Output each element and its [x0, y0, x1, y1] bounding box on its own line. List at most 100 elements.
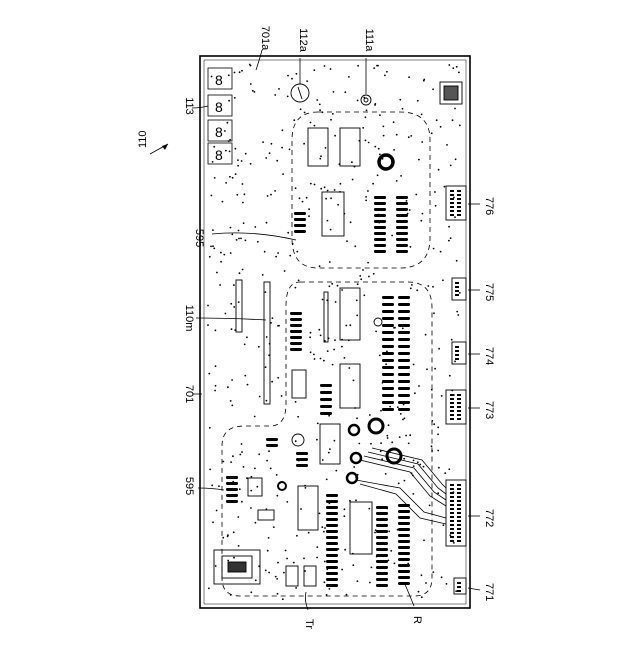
via-dot: [357, 283, 359, 285]
via-dot: [277, 593, 279, 595]
via-dot: [235, 173, 237, 175]
via-dot: [320, 358, 322, 360]
upper-capacitors: [379, 155, 393, 169]
via-dot: [324, 561, 326, 563]
via-dot: [340, 183, 342, 185]
via-dot: [404, 480, 406, 482]
svg-text:8: 8: [215, 99, 223, 115]
resistor: [374, 196, 386, 199]
resistor: [326, 542, 338, 545]
via-dot: [238, 238, 240, 240]
via-dot: [436, 119, 438, 121]
via-dot: [423, 540, 425, 542]
via-dot: [254, 91, 256, 93]
via-dot: [362, 269, 364, 271]
via-dot: [228, 100, 230, 102]
via-dot: [316, 99, 318, 101]
via-dot: [413, 460, 415, 462]
via-dot: [239, 71, 241, 73]
via-dot: [320, 155, 322, 157]
via-dot: [383, 135, 385, 137]
via-dot: [448, 64, 450, 66]
resistor: [290, 336, 302, 339]
resistor: [326, 524, 338, 527]
resistor: [398, 296, 410, 299]
via-dot: [212, 521, 214, 523]
label-111a: 111a: [363, 29, 375, 53]
via-dot: [325, 198, 327, 200]
via-dot: [393, 121, 395, 123]
via-dot: [319, 104, 321, 106]
via-dot: [327, 220, 329, 222]
connector-pin: [450, 418, 454, 420]
via-dot: [356, 315, 358, 317]
via-dot: [271, 143, 273, 145]
connector-pin: [457, 202, 461, 204]
connector-pin: [457, 508, 461, 510]
via-dot: [368, 276, 370, 278]
via-dot: [443, 524, 445, 526]
via-dot: [363, 294, 365, 296]
via-dot: [352, 179, 354, 181]
via-dot: [233, 284, 235, 286]
connector-pin: [457, 190, 461, 192]
via-dot: [207, 324, 209, 326]
resistor: [382, 366, 394, 369]
via-dot: [241, 443, 243, 445]
resistor: [320, 384, 332, 387]
connector-pin: [455, 286, 459, 288]
connector-pin: [457, 198, 461, 200]
via-dot: [262, 141, 264, 143]
via-dot: [277, 495, 279, 497]
svg-text:8: 8: [215, 72, 223, 88]
via-dot: [327, 190, 329, 192]
via-dot: [302, 201, 304, 203]
via-dot: [295, 187, 297, 189]
resistor: [376, 536, 388, 539]
resistor: [226, 482, 238, 485]
via-dot: [212, 245, 214, 247]
connector-pin: [455, 354, 459, 356]
connector-pin: [457, 496, 461, 498]
connector-pin: [457, 402, 461, 404]
resistor: [382, 303, 394, 306]
resistor: [382, 373, 394, 376]
resistor: [398, 534, 410, 537]
via-dot: [319, 265, 321, 267]
via-dot: [418, 385, 420, 387]
via-dot: [304, 112, 306, 114]
connector-pin: [450, 500, 454, 502]
via-dot: [276, 578, 278, 580]
via-dot: [215, 330, 217, 332]
via-dot: [412, 493, 414, 495]
via-dot: [319, 513, 321, 515]
via-dot: [400, 175, 402, 177]
resistor: [290, 342, 302, 345]
resistor: [398, 570, 410, 573]
via-dot: [293, 562, 295, 564]
resistor: [398, 331, 410, 334]
connector-pin: [455, 350, 459, 352]
via-dot: [349, 324, 351, 326]
via-dot: [421, 596, 423, 598]
via-dot: [308, 215, 310, 217]
via-dot: [345, 325, 347, 327]
via-dot: [358, 443, 360, 445]
resistor: [376, 542, 388, 545]
label-772: 772: [483, 509, 495, 527]
via-dot: [232, 177, 234, 179]
via-dot: [337, 204, 339, 206]
via-dot: [300, 508, 302, 510]
connector-pin: [457, 504, 461, 506]
via-dot: [417, 461, 419, 463]
leader-110m: [196, 318, 266, 320]
via-dot: [341, 289, 343, 291]
label-771: 771: [483, 583, 495, 601]
resistor: [398, 546, 410, 549]
via-dot: [456, 311, 458, 313]
via-dot: [287, 75, 289, 77]
connector-776: [446, 186, 466, 220]
via-dot: [286, 501, 288, 503]
resistor: [396, 214, 408, 217]
via-dot: [305, 487, 307, 489]
